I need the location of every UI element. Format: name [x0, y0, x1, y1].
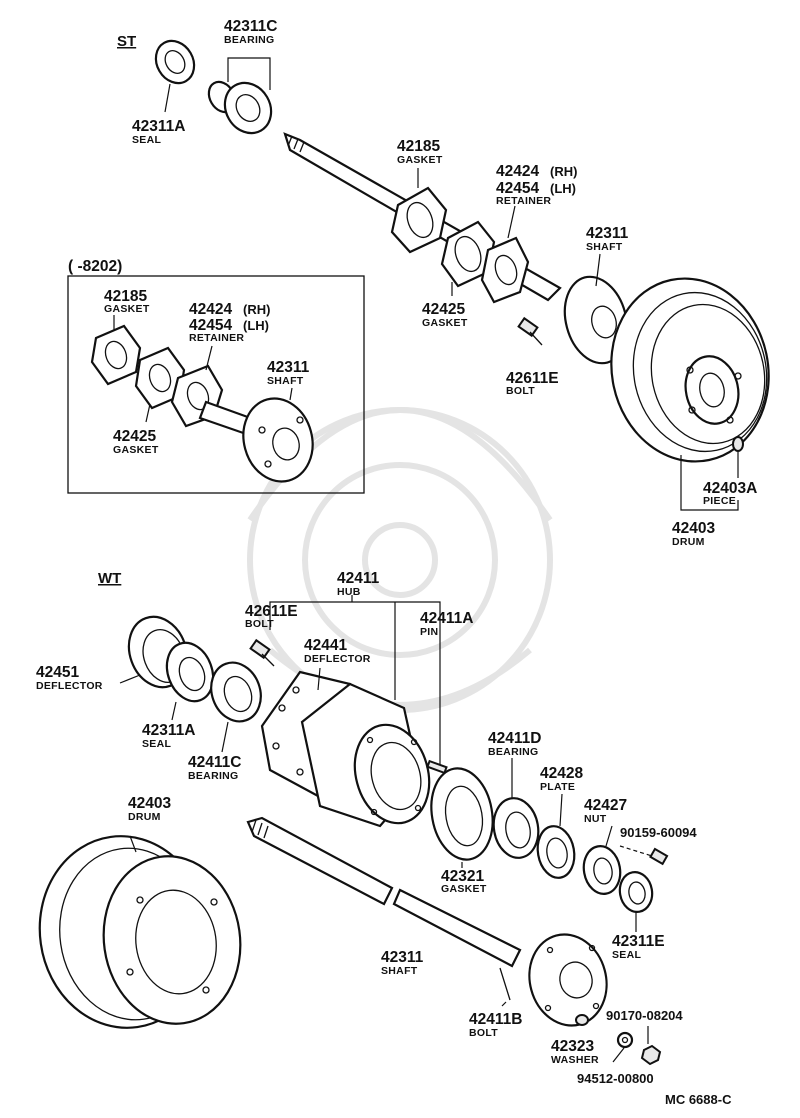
gasket-42185-st[interactable]: [390, 186, 448, 254]
part-name-42428: PLATE: [540, 781, 575, 793]
part-number-42425-inset: 42425: [113, 428, 156, 445]
part-name-42311-wt: SHAFT: [381, 965, 418, 977]
part-name-42411d: BEARING: [488, 746, 539, 758]
brake-drum-42403-wt[interactable]: [27, 825, 251, 1039]
part-number-42185-inset: 42185: [104, 288, 147, 305]
part-number-42311a-st: 42311A: [132, 118, 185, 135]
part-name-42611e-wt: BOLT: [245, 618, 274, 630]
inset-range-label: ( -8202): [68, 258, 122, 275]
part-number-42424-inset: 42424: [189, 301, 232, 318]
part-number-42311c: 42311C: [224, 18, 277, 35]
pin-42411a[interactable]: [426, 759, 448, 775]
seal-42311e[interactable]: [617, 870, 655, 915]
axle-shaft-42311-inset[interactable]: [198, 391, 322, 490]
part-name-42185-inset: GASKET: [104, 303, 150, 315]
axle-shaft-42311-wt[interactable]: [246, 816, 617, 1034]
bearing-42411d[interactable]: [489, 795, 543, 862]
part-side-42424-st: (RH): [550, 164, 577, 179]
part-number-42321: 42321: [441, 868, 484, 885]
part-name-42321: GASKET: [441, 883, 487, 895]
washer-42323[interactable]: [616, 1031, 634, 1049]
part-number-42428: 42428: [540, 765, 583, 782]
part-side-42454-st: (LH): [550, 181, 576, 196]
bearing-42311c[interactable]: [204, 74, 280, 141]
part-number-42611e-st: 42611E: [506, 370, 559, 387]
part-number-42311-wt: 42311: [381, 949, 424, 966]
bearing-42411c[interactable]: [203, 656, 269, 729]
part-number-90159-60094: 90159-60094: [620, 825, 697, 840]
inset-box: [67, 275, 365, 494]
part-number-42411a: 42411A: [420, 610, 473, 627]
nut-42427[interactable]: [580, 843, 624, 897]
retainer-42424-st[interactable]: [480, 236, 530, 304]
seal-42311a-wt[interactable]: [159, 636, 221, 707]
part-number-42425-st: 42425: [422, 301, 465, 318]
part-name-42411a: PIN: [420, 626, 438, 638]
bolt-42611e-wt[interactable]: [249, 638, 275, 667]
part-name-42403-wt: DRUM: [128, 811, 161, 823]
part-name-42425-st: GASKET: [422, 317, 468, 329]
part-number-42403-wt: 42403: [128, 795, 171, 812]
part-name-42311e: SEAL: [612, 949, 641, 961]
part-name-42427: NUT: [584, 813, 607, 825]
piece-42403a[interactable]: [732, 436, 744, 452]
part-number-42441: 42441: [304, 637, 347, 654]
part-number-42411b: 42411B: [469, 1011, 522, 1028]
part-name-42411c: BEARING: [188, 770, 239, 782]
part-number-90170-08204: 90170-08204: [606, 1008, 683, 1023]
seal-42311a-st[interactable]: [148, 34, 201, 90]
part-side-42424-inset: (RH): [243, 302, 270, 317]
part-name-42611e-st: BOLT: [506, 385, 535, 397]
part-name-42454-inset: RETAINER: [189, 332, 244, 344]
part-name-42441: DEFLECTOR: [304, 653, 371, 665]
part-name-42311a-st: SEAL: [132, 134, 161, 146]
part-number-42411: 42411: [337, 570, 380, 587]
part-number-94512-00800: 94512-00800: [577, 1071, 654, 1086]
part-number-42427: 42427: [584, 797, 627, 814]
part-name-42451: DEFLECTOR: [36, 680, 103, 692]
gasket-42321[interactable]: [424, 763, 499, 864]
screw-90159-60094[interactable]: [649, 847, 669, 866]
part-number-42311-inset: 42311: [267, 359, 310, 376]
part-name-42403-st: DRUM: [672, 536, 705, 548]
part-number-42424-st: 42424: [496, 163, 539, 180]
bolt-42611e-st[interactable]: [517, 316, 543, 346]
nut-94512-00800[interactable]: [640, 1044, 662, 1066]
part-name-42411: HUB: [337, 586, 361, 598]
part-number-42451: 42451: [36, 664, 79, 681]
part-number-42611e-wt: 42611E: [245, 603, 298, 620]
part-side-42454-inset: (LH): [243, 318, 269, 333]
part-name-42311-inset: SHAFT: [267, 375, 304, 387]
part-number-42323: 42323: [551, 1038, 594, 1055]
part-number-42311e: 42311E: [612, 933, 665, 950]
part-number-42185-st: 42185: [397, 138, 440, 155]
diagram-code: MC 6688-C: [665, 1092, 732, 1107]
part-number-42411d: 42411D: [488, 730, 541, 747]
brake-drum-42403-st[interactable]: [595, 264, 786, 476]
part-number-42411c: 42411C: [188, 754, 241, 771]
hub-42411[interactable]: [300, 682, 440, 832]
part-name-42411b: BOLT: [469, 1027, 498, 1039]
gasket-42185-inset[interactable]: [90, 324, 142, 386]
part-name-42454-st: RETAINER: [496, 195, 551, 207]
part-number-42454-st: 42454: [496, 180, 539, 197]
part-number-42403-st: 42403: [672, 520, 715, 537]
section-wt-label: WT: [98, 570, 121, 587]
plate-42428[interactable]: [534, 823, 578, 880]
part-name-42403a: PIECE: [703, 495, 736, 507]
part-name-42311c: BEARING: [224, 34, 275, 46]
part-number-42454-inset: 42454: [189, 317, 232, 334]
nut-90170-08204[interactable]: [575, 1014, 589, 1026]
part-number-42311a-wt: 42311A: [142, 722, 195, 739]
part-name-42185-st: GASKET: [397, 154, 443, 166]
part-number-42403a: 42403A: [703, 480, 757, 497]
bolt-42411b[interactable]: [499, 967, 511, 1001]
section-st-label: ST: [117, 33, 136, 50]
part-name-42311a-wt: SEAL: [142, 738, 171, 750]
part-name-42425-inset: GASKET: [113, 444, 159, 456]
part-number-42311-st: 42311: [586, 225, 629, 242]
part-name-42323: WASHER: [551, 1054, 599, 1066]
part-name-42311-st: SHAFT: [586, 241, 623, 253]
